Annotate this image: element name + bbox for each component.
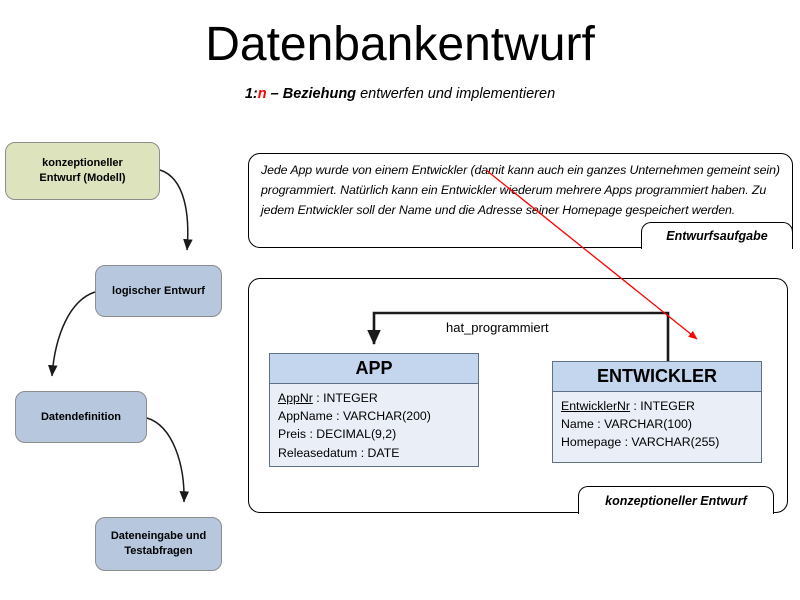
attribute-row: EntwicklerNr : INTEGER — [561, 399, 695, 414]
attribute-type: INTEGER — [323, 391, 378, 406]
flow-box-label: logischer Entwurf — [112, 284, 205, 299]
attribute-type: VARCHAR(200) — [342, 409, 431, 424]
flow-box-label: konzeptioneller Entwurf (Modell) — [39, 156, 125, 186]
flow-box-line1: logischer Entwurf — [112, 284, 205, 297]
attribute-row: Releasedatum : DATE — [278, 445, 400, 460]
attribute-row: Name : VARCHAR(100) — [561, 417, 692, 432]
entity-app-title: APP — [270, 354, 478, 385]
flow-box-dateneingabe-testabfragen[interactable]: Dateneingabe und Testabfragen — [95, 517, 222, 571]
flow-box-label: Dateneingabe und Testabfragen — [111, 529, 206, 559]
task-panel-caption: Entwurfsaufgabe — [641, 222, 793, 249]
page-subtitle: 1:n – Beziehung entwerfen und implementi… — [0, 86, 800, 102]
flow-box-line2: Entwurf (Modell) — [39, 172, 126, 184]
flow-box-label: Datendefinition — [41, 410, 121, 425]
flow-box-line2: Testabfragen — [124, 545, 193, 557]
attribute-type: VARCHAR(255) — [631, 435, 720, 450]
flow-box-line1: Datendefinition — [40, 410, 122, 423]
attribute-type: VARCHAR(100) — [604, 417, 692, 432]
attribute-type: DATE — [367, 445, 400, 460]
entity-entwickler-title: ENTWICKLER — [553, 362, 761, 393]
task-panel-text: Jede App wurde von einem Entwickler (dam… — [261, 163, 780, 218]
flow-arrow-logisch-to-datendef — [48, 291, 96, 377]
relationship-label: hat_programmiert — [446, 320, 549, 335]
entity-entwickler-attributes: EntwicklerNr : INTEGER Name : VARCHAR(10… — [553, 392, 761, 458]
entity-app-attributes: AppNr : INTEGER AppName : VARCHAR(200) P… — [270, 384, 478, 468]
flow-box-line1: konzeptioneller — [42, 157, 123, 170]
flow-box-line1: Dateneingabe und — [110, 530, 207, 543]
attribute-name: Releasedatum — [278, 445, 358, 460]
attribute-name: AppNr — [278, 391, 313, 406]
page-title: Datenbankentwurf — [205, 18, 595, 71]
subtitle-bold-rest: – Beziehung — [266, 86, 357, 102]
flow-box-logischer-entwurf[interactable]: logischer Entwurf — [95, 265, 222, 317]
attribute-row: AppName : VARCHAR(200) — [278, 409, 431, 424]
attribute-type: INTEGER — [640, 399, 695, 414]
model-panel-caption: konzeptioneller Entwurf — [578, 486, 774, 514]
attribute-row: Preis : DECIMAL(9,2) — [278, 427, 397, 442]
flow-box-datendefinition[interactable]: Datendefinition — [15, 391, 147, 443]
subtitle-prefix: 1: — [244, 86, 258, 102]
flow-arrow-datendef-to-dateneingabe — [146, 417, 190, 503]
attribute-name: Name — [561, 417, 594, 432]
flow-box-konzeptioneller-entwurf[interactable]: konzeptioneller Entwurf (Modell) — [5, 142, 160, 200]
attribute-name: AppName — [278, 409, 333, 424]
entity-entwickler[interactable]: ENTWICKLER EntwicklerNr : INTEGER Name :… — [552, 361, 762, 463]
attribute-row: AppNr : INTEGER — [278, 391, 378, 406]
attribute-name: EntwicklerNr — [561, 399, 631, 414]
attribute-type: DECIMAL(9,2) — [316, 427, 397, 442]
subtitle-red-n: n — [257, 86, 267, 102]
entity-app[interactable]: APP AppNr : INTEGER AppName : VARCHAR(20… — [269, 353, 479, 467]
subtitle-plain-rest: entwerfen und implementieren — [356, 86, 556, 102]
attribute-name: Preis — [278, 427, 307, 442]
attribute-row: Homepage : VARCHAR(255) — [561, 435, 720, 450]
flow-arrow-konz-to-logisch — [159, 169, 193, 251]
attribute-name: Homepage — [561, 435, 622, 450]
